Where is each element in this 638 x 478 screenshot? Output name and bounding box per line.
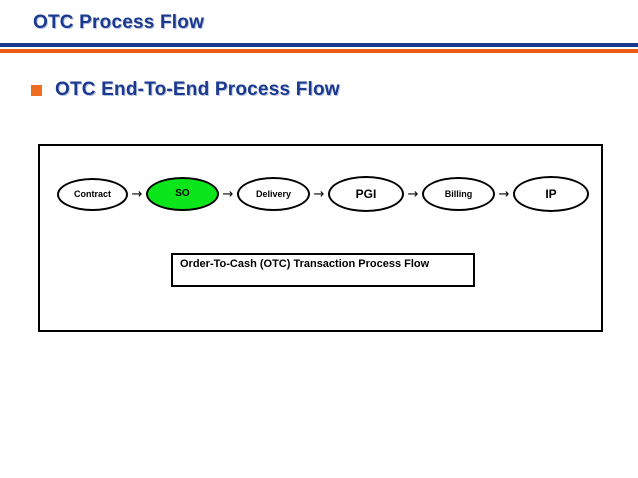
flow-node-billing: Billing	[422, 177, 495, 211]
flow-arrow-icon: →	[407, 186, 419, 202]
flow-node-pgi: PGI	[328, 176, 404, 212]
flow-arrow-icon: →	[222, 186, 234, 202]
flow-node-so: SO	[146, 177, 219, 211]
header-divider-blue	[0, 43, 638, 47]
process-flow-row: Contract → SO → Delivery → PGI → Billing…	[57, 176, 589, 212]
bullet-heading-row: OTC End-To-End Process Flow	[31, 79, 340, 101]
flow-node-ip: IP	[513, 176, 589, 212]
flow-arrow-icon: →	[498, 186, 510, 202]
flow-node-label: PGI	[355, 187, 377, 201]
diagram-caption-label: Order-To-Cash (OTC) Transaction Process …	[180, 258, 430, 270]
flow-node-label: Billing	[444, 188, 473, 199]
square-bullet-icon	[31, 84, 42, 96]
flow-arrow-icon: →	[131, 186, 143, 202]
flow-node-label: Contract	[73, 188, 111, 199]
flow-node-label: Delivery	[255, 188, 292, 199]
diagram-caption-box: Order-To-Cash (OTC) Transaction Process …	[171, 253, 475, 287]
bullet-heading-label: OTC End-To-End Process Flow	[55, 79, 340, 100]
page-title: OTC Process Flow	[33, 12, 205, 33]
process-flow-frame: Contract → SO → Delivery → PGI → Billing…	[38, 144, 603, 332]
flow-node-contract: Contract	[57, 177, 128, 211]
flow-node-label: IP	[545, 187, 557, 201]
flow-node-label: SO	[175, 188, 190, 199]
flow-node-delivery: Delivery	[237, 177, 310, 211]
header-divider-orange	[0, 49, 638, 53]
flow-arrow-icon: →	[313, 186, 325, 202]
